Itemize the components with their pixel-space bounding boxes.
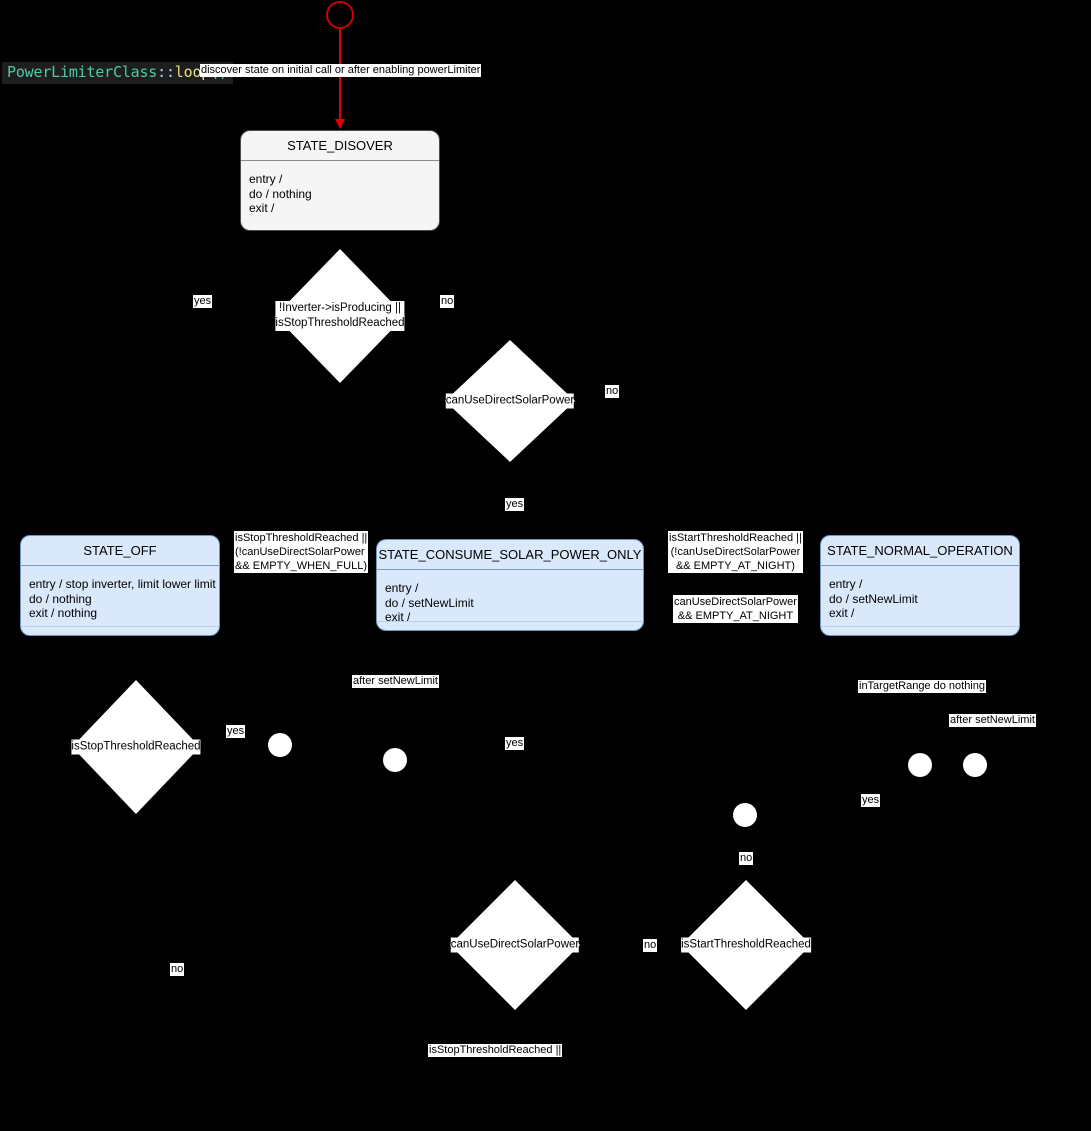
state-footer-divider xyxy=(821,626,1019,627)
start-node-circle xyxy=(326,1,354,29)
start-transition-arrowhead xyxy=(334,119,345,129)
edge-label-no-2: no xyxy=(605,385,620,398)
edge-label-in-target-range-do-nothing: inTargetRange do nothing xyxy=(858,680,986,693)
decision-label: canUseDirectSolarPower xyxy=(450,937,580,953)
code-scope-operator: :: xyxy=(157,63,175,81)
state-box-state-disover[interactable]: STATE_DISOVER entry / do / nothing exit … xyxy=(240,130,440,231)
decision-is-start-threshold-reached[interactable]: isStartThresholdReached xyxy=(681,880,811,1010)
state-body: entry / do / setNewLimit exit / xyxy=(829,577,918,620)
code-class-name: PowerLimiterClass xyxy=(7,63,158,81)
state-box-state-consume-solar-power-only[interactable]: STATE_CONSUME_SOLAR_POWER_ONLY entry / d… xyxy=(376,539,644,631)
junction-dot-4 xyxy=(963,753,987,777)
junction-dot-3 xyxy=(908,753,932,777)
state-box-state-off[interactable]: STATE_OFF entry / stop inverter, limit l… xyxy=(20,535,220,636)
decision-label: isStartThresholdReached xyxy=(681,937,811,953)
decision-label-line1: isStopThresholdReached xyxy=(71,740,201,753)
state-title: STATE_NORMAL_OPERATION xyxy=(827,543,1013,558)
guard-label-can-use-empty-at-night: canUseDirectSolarPower && EMPTY_AT_NIGHT xyxy=(673,595,798,623)
state-divider xyxy=(377,569,643,570)
edge-label-is-stop-threshold-reached-or: isStopThresholdReached || xyxy=(428,1044,563,1057)
junction-dot-1 xyxy=(268,733,292,757)
state-body: entry / do / nothing exit / xyxy=(249,172,312,215)
decision-can-use-direct-solar-power-top[interactable]: canUseDirectSolarPower xyxy=(445,340,575,462)
code-title-label: PowerLimiterClass::loop() xyxy=(2,62,233,84)
decision-label: !Inverter->isProducing || isStopThreshol… xyxy=(275,301,405,331)
decision-can-use-direct-solar-power-bottom[interactable]: canUseDirectSolarPower xyxy=(450,880,580,1010)
decision-label-line1: canUseDirectSolarPower xyxy=(445,394,575,407)
junction-dot-5 xyxy=(733,803,757,827)
junction-dot-2 xyxy=(383,748,407,772)
state-divider xyxy=(21,565,219,566)
state-footer-divider xyxy=(377,621,643,622)
decision-label: isStopThresholdReached xyxy=(71,739,201,755)
state-divider xyxy=(241,160,439,161)
decision-label-line1: !Inverter->isProducing || xyxy=(278,302,401,314)
edge-label-after-set-new-limit-1: after setNewLimit xyxy=(352,675,439,688)
state-title: STATE_DISOVER xyxy=(287,138,393,153)
state-title: STATE_CONSUME_SOLAR_POWER_ONLY xyxy=(378,547,642,562)
state-title: STATE_OFF xyxy=(83,543,157,558)
edge-label-no-5: no xyxy=(643,939,658,952)
edge-label-no-3: no xyxy=(170,963,185,976)
edge-label-yes-2: yes xyxy=(505,498,525,511)
decision-label-line1: isStartThresholdReached xyxy=(681,938,811,951)
state-divider xyxy=(821,565,1019,566)
start-transition-label: discover state on initial call or after … xyxy=(200,64,482,77)
state-body: entry / do / setNewLimit exit / xyxy=(385,581,474,624)
edge-label-no-1: no xyxy=(440,295,455,308)
edge-label-after-set-new-limit-2: after setNewLimit xyxy=(949,714,1036,727)
guard-label-start-empty-at-night: isStartThresholdReached || (!canUseDirec… xyxy=(668,531,803,573)
edge-label-yes-3: yes xyxy=(226,725,246,738)
decision-is-stop-threshold-reached-left[interactable]: isStopThresholdReached xyxy=(71,680,201,814)
edge-label-yes-5: yes xyxy=(861,794,881,807)
decision-label: canUseDirectSolarPower xyxy=(445,393,575,409)
state-box-state-normal-operation[interactable]: STATE_NORMAL_OPERATION entry / do / setN… xyxy=(820,535,1020,636)
edge-label-yes-1: yes xyxy=(193,295,213,308)
guard-label-stop-empty-when-full: isStopThresholdReached || (!canUseDirect… xyxy=(234,531,369,573)
decision-label-line1: canUseDirectSolarPower xyxy=(450,938,580,951)
state-body: entry / stop inverter, limit lower limit… xyxy=(29,577,216,620)
state-footer-divider xyxy=(21,626,219,627)
decision-inverter-producing[interactable]: !Inverter->isProducing || isStopThreshol… xyxy=(275,249,405,383)
edge-label-yes-4: yes xyxy=(505,737,525,750)
edge-label-no-4: no xyxy=(739,852,754,865)
decision-label-line2: isStopThresholdReached xyxy=(275,317,405,329)
